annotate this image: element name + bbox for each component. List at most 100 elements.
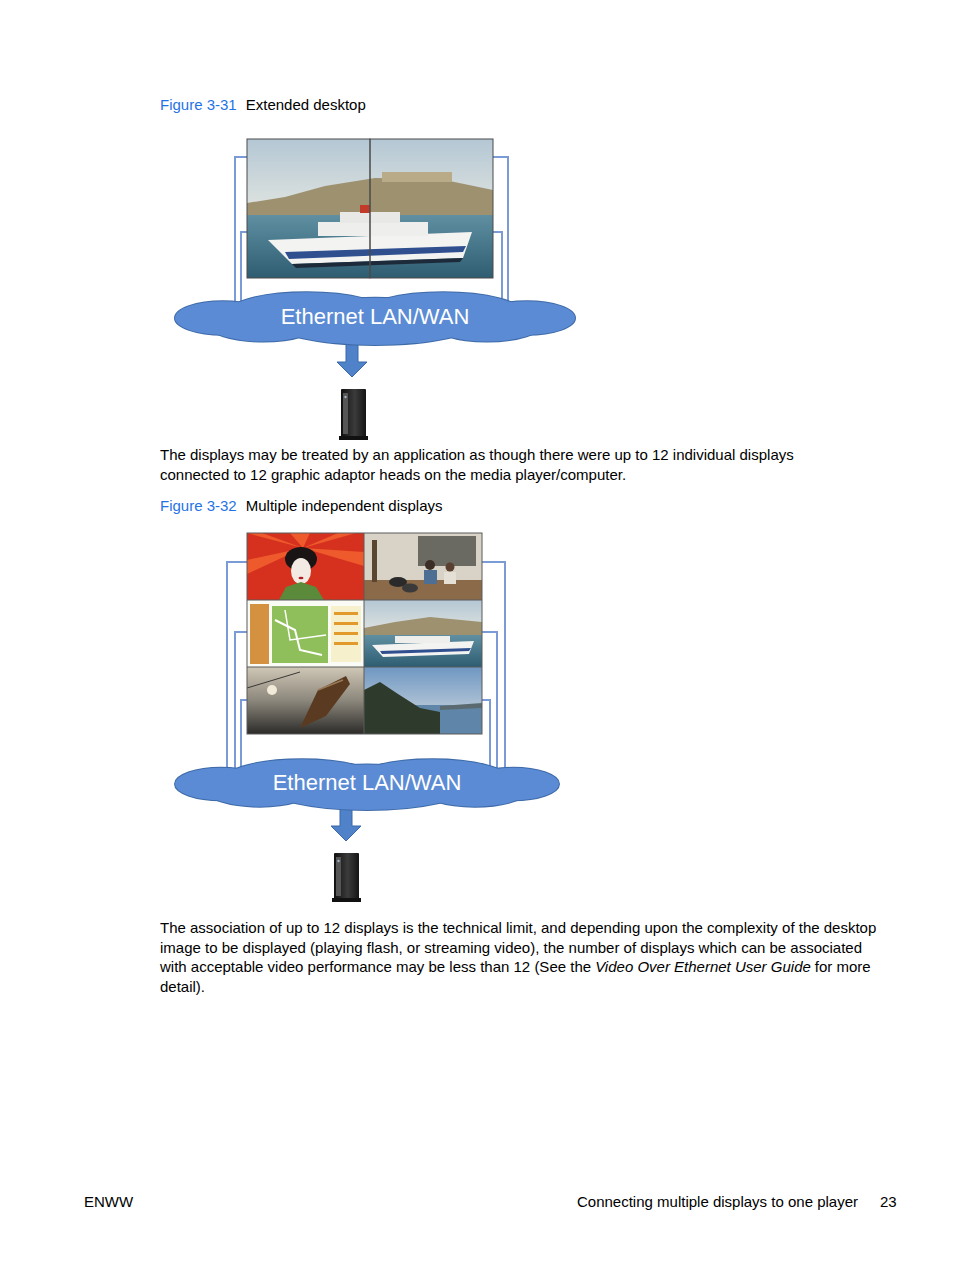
rowing-boat-photo [247, 667, 364, 734]
ship-deck [395, 636, 450, 643]
cable-line [235, 157, 247, 302]
cloud-outline [267, 765, 467, 810]
down-arrow [331, 808, 361, 841]
text-block: The displays may be treated by an applic… [160, 445, 860, 484]
tower-body [341, 389, 366, 437]
extended-desktop-photo [247, 139, 493, 278]
map-path [275, 620, 322, 655]
cable-line [241, 700, 247, 770]
ship-deck [318, 222, 428, 236]
figure-number: Figure 3-31 [160, 96, 237, 113]
text-line [334, 622, 358, 625]
person-body [424, 570, 437, 584]
tower-body [334, 853, 359, 899]
cable-line [482, 632, 497, 770]
cloud-fill [271, 298, 479, 345]
cloud-fill [267, 765, 467, 810]
cloud-text-holder: Ethernet LAN/WAN [175, 290, 575, 346]
network-cloud: Ethernet LAN/WAN [175, 757, 559, 811]
text-block: Figure 3-32 Multiple independent displays [160, 496, 443, 516]
boat [300, 676, 350, 728]
text-line [334, 612, 358, 615]
footer-title: Connecting multiple displays to one play… [577, 1193, 858, 1210]
book-title: Video Over Ethernet User Guide [595, 958, 811, 975]
figure-number: Figure 3-32 [160, 497, 237, 514]
map-path [285, 610, 326, 640]
boat-seat [318, 680, 343, 690]
cable-line [482, 700, 490, 770]
cloud-text-holder: Ethernet LAN/WAN [175, 757, 559, 811]
body-paragraph: The displays may be treated by an applic… [160, 446, 794, 483]
text-block: The association of up to 12 displays is … [160, 918, 885, 996]
geisha-photo [247, 533, 364, 600]
cable-line [493, 157, 508, 302]
media-player-icon [339, 389, 368, 440]
sky [364, 600, 482, 636]
network-label: Ethernet LAN/WAN [273, 770, 462, 796]
coastline-photo [364, 667, 482, 734]
display-bezel [247, 667, 482, 668]
power-light [337, 860, 339, 862]
network-cloud: Ethernet LAN/WAN [175, 290, 575, 346]
network-label: Ethernet LAN/WAN [281, 304, 470, 330]
text-column [331, 606, 361, 662]
tower-front [343, 393, 348, 434]
text-line [334, 632, 358, 635]
red-parasol [247, 533, 364, 600]
down-arrow [337, 343, 367, 377]
ship-stripe [380, 648, 471, 654]
tower-front [336, 857, 341, 896]
tower-base [339, 436, 368, 440]
display-bezel [247, 533, 482, 734]
text-line [334, 642, 358, 645]
kimono [279, 582, 324, 600]
dog [402, 584, 418, 593]
ship-funnel [360, 205, 370, 213]
text-block: Connecting multiple displays to one play… [577, 1192, 858, 1212]
far-shore [440, 703, 482, 710]
porch-floor [364, 580, 482, 600]
fortress [382, 172, 452, 182]
sun [267, 685, 277, 695]
footer-code: ENWW [84, 1193, 133, 1210]
tower-base [332, 898, 361, 902]
dusk-sky [247, 667, 364, 734]
mooring-line [247, 672, 300, 688]
page-number: 23 [880, 1193, 897, 1210]
display-bezels [247, 533, 482, 734]
cable-line [235, 632, 247, 770]
power-light [344, 396, 346, 398]
cable-line [241, 232, 247, 302]
lips [299, 577, 304, 580]
display-bezel [364, 533, 365, 734]
figure-caption: Multiple independent displays [246, 497, 443, 514]
text-block: Figure 3-31Extended desktop [160, 95, 366, 115]
map-brochure-photo [247, 600, 364, 667]
porch-post [372, 540, 377, 582]
sky [364, 667, 482, 734]
media-player-icon [332, 853, 361, 902]
ferry-photo [364, 600, 482, 667]
wall [364, 533, 482, 600]
brochure-sidebar [250, 604, 269, 664]
display-bezel [370, 139, 493, 278]
display-bezel [247, 139, 370, 278]
ship-keel [292, 258, 463, 268]
person-head [446, 563, 455, 572]
cable-line [227, 562, 247, 770]
ship-stripe [285, 246, 466, 259]
parasol-ray [303, 533, 356, 548]
display-bezel [247, 600, 482, 601]
parasol-ray [290, 533, 310, 548]
brochure-page [247, 600, 364, 667]
campus-map [272, 606, 328, 663]
text-block: ENWW [84, 1192, 133, 1212]
cable-line [482, 562, 505, 770]
headland [364, 682, 440, 734]
cloud-outline [271, 298, 479, 345]
face [291, 558, 311, 584]
hill [364, 617, 482, 636]
person-head [425, 560, 435, 570]
